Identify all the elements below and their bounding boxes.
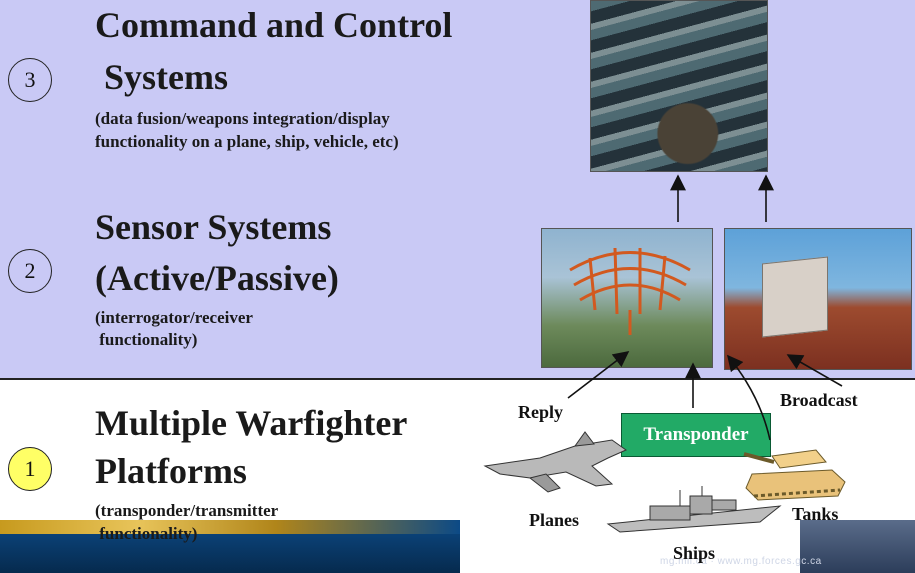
- tier-1-subtitle-line2: functionality): [95, 524, 198, 543]
- tier-3-title-line1: Command and Control: [95, 5, 453, 45]
- ships-label: Ships: [673, 543, 716, 563]
- broadcast-label: Broadcast: [780, 390, 858, 410]
- tier-1-title-line2: Platforms: [95, 451, 247, 491]
- footer-gold-stripe: [0, 520, 460, 534]
- reply-label: Reply: [518, 402, 563, 422]
- footer-banner-right: [800, 520, 915, 573]
- tier-2-number-circle: 2: [8, 249, 52, 293]
- tier-2-subtitle-line2: functionality): [95, 330, 198, 349]
- planes-label: Planes: [529, 510, 580, 530]
- command-center-photo: [590, 0, 768, 172]
- footer-url: mg.mil.ca · www.mg.forces.gc.ca: [660, 556, 822, 567]
- tier-3-subtitle-line1: (data fusion/weapons integration/display: [95, 109, 390, 128]
- tier-2-subtitle-line1: (interrogator/receiver: [95, 308, 253, 327]
- tier-3-title-line2: Systems: [95, 57, 228, 97]
- tier-3-number-circle: 3: [8, 58, 52, 102]
- tanks-label: Tanks: [792, 504, 839, 524]
- tier-2-title-line1: Sensor Systems: [95, 207, 332, 247]
- tier-1-title-line1: Multiple Warfighter: [95, 403, 408, 443]
- radar-dish-illustration: [569, 247, 691, 335]
- broadcast-antenna-panel: [762, 256, 828, 338]
- transponder-box: Transponder: [621, 413, 771, 457]
- tier-1-subtitle-line1: (transponder/transmitter: [95, 501, 279, 520]
- tier-1-number-circle: 1: [8, 447, 52, 491]
- tier-3-subtitle-line2: functionality on a plane, ship, vehicle,…: [95, 132, 399, 151]
- tier-divider-line: [0, 378, 915, 380]
- tier-2-title-line2: (Active/Passive): [95, 258, 339, 298]
